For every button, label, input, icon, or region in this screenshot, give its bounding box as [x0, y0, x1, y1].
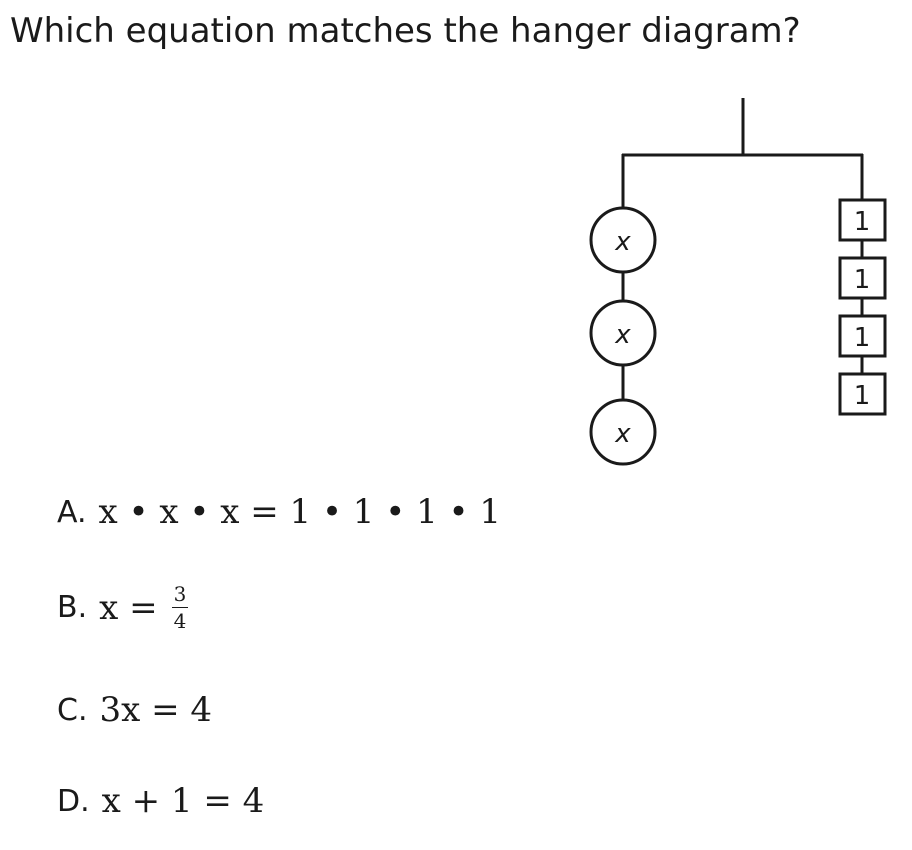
unit-weight-label: 1 [854, 381, 871, 411]
answer-option-a[interactable]: A. x • x • x = 1 • 1 • 1 • 1 [57, 492, 501, 532]
fraction-numerator: 3 [171, 582, 189, 608]
fraction: 3 4 [171, 582, 189, 633]
option-equation: x • x • x = 1 • 1 • 1 • 1 [98, 492, 502, 532]
x-weight-label: x [614, 320, 631, 350]
unit-weight-label: 1 [854, 323, 871, 353]
x-weight-3 [589, 398, 657, 466]
question-text: Which equation matches the hanger diagra… [10, 11, 801, 51]
option-equation: x + 1 = 4 [101, 781, 265, 821]
unit-weight-1 [838, 198, 887, 242]
x-weight-label: x [614, 227, 631, 257]
x-weight-label: x [614, 419, 631, 449]
option-equation: 3x = 4 [99, 690, 213, 730]
unit-weight-3 [838, 314, 887, 358]
unit-weight-2 [838, 256, 887, 300]
answer-option-d[interactable]: D. x + 1 = 4 [57, 781, 264, 821]
x-weight-2 [589, 299, 657, 367]
option-equation-lhs: x = [99, 587, 158, 628]
answer-option-c[interactable]: C. 3x = 4 [57, 690, 212, 730]
unit-weight-label: 1 [854, 207, 871, 237]
fraction-denominator: 4 [173, 609, 187, 633]
option-letter: B. [57, 590, 88, 625]
answer-option-b[interactable]: B. x = 3 4 [57, 582, 189, 633]
x-weight-1 [589, 206, 657, 274]
unit-weight-4 [838, 372, 887, 416]
option-letter: D. [57, 783, 90, 819]
unit-weight-label: 1 [854, 265, 871, 295]
hanger-diagram: x x x 1 1 1 1 [575, 90, 905, 480]
option-letter: C. [57, 692, 88, 728]
option-letter: A. [57, 494, 87, 530]
